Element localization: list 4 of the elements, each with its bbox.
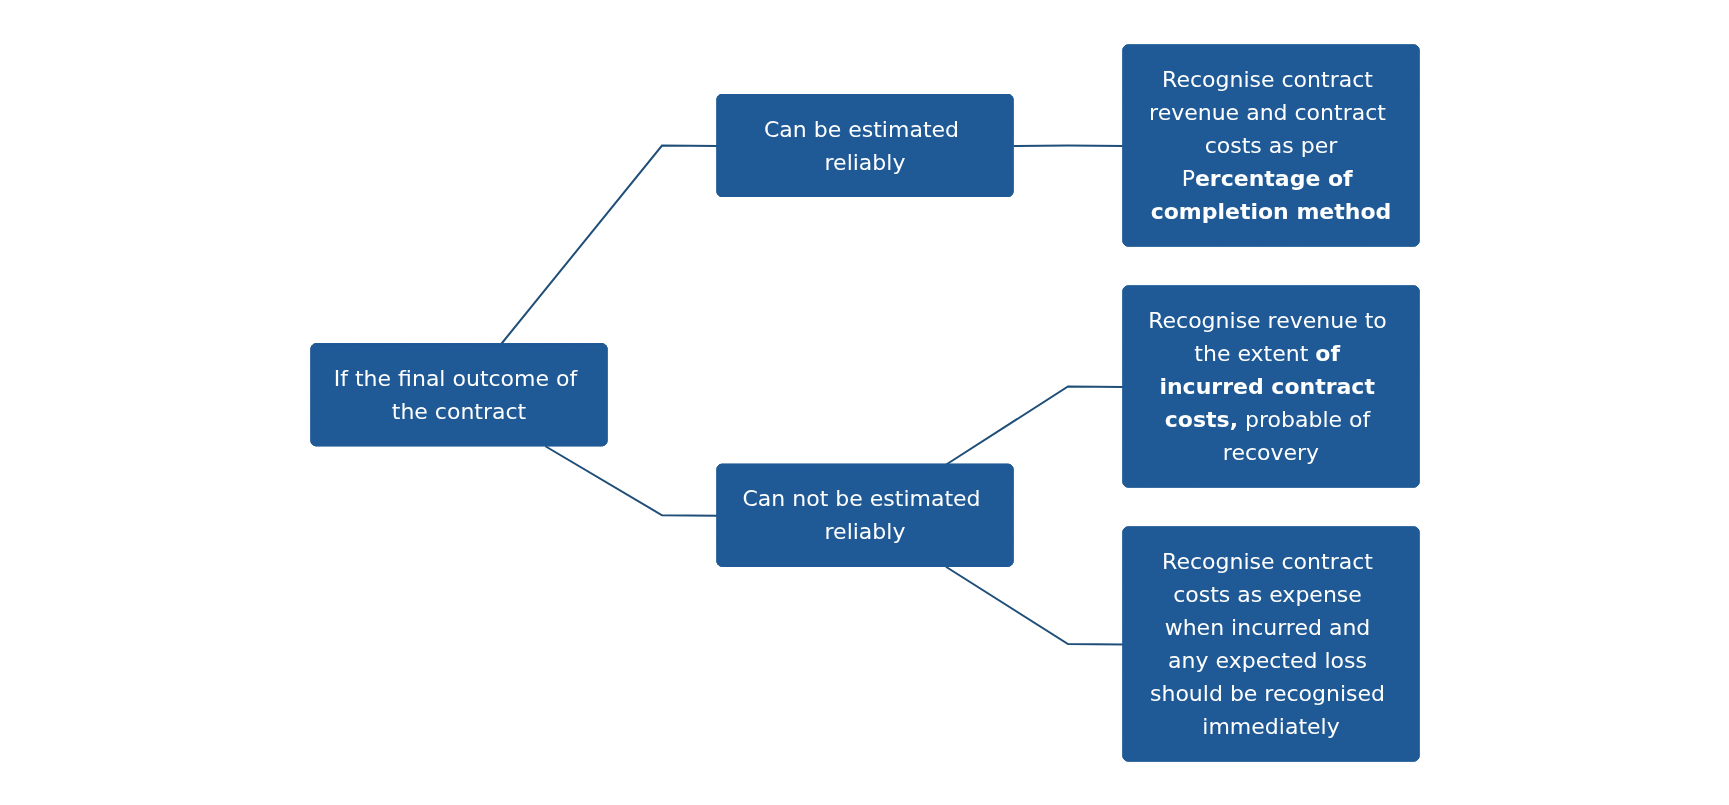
- connector: [543, 444, 718, 517]
- connector: [499, 144, 718, 345]
- connector: [1012, 144, 1124, 147]
- connector: [944, 565, 1124, 645]
